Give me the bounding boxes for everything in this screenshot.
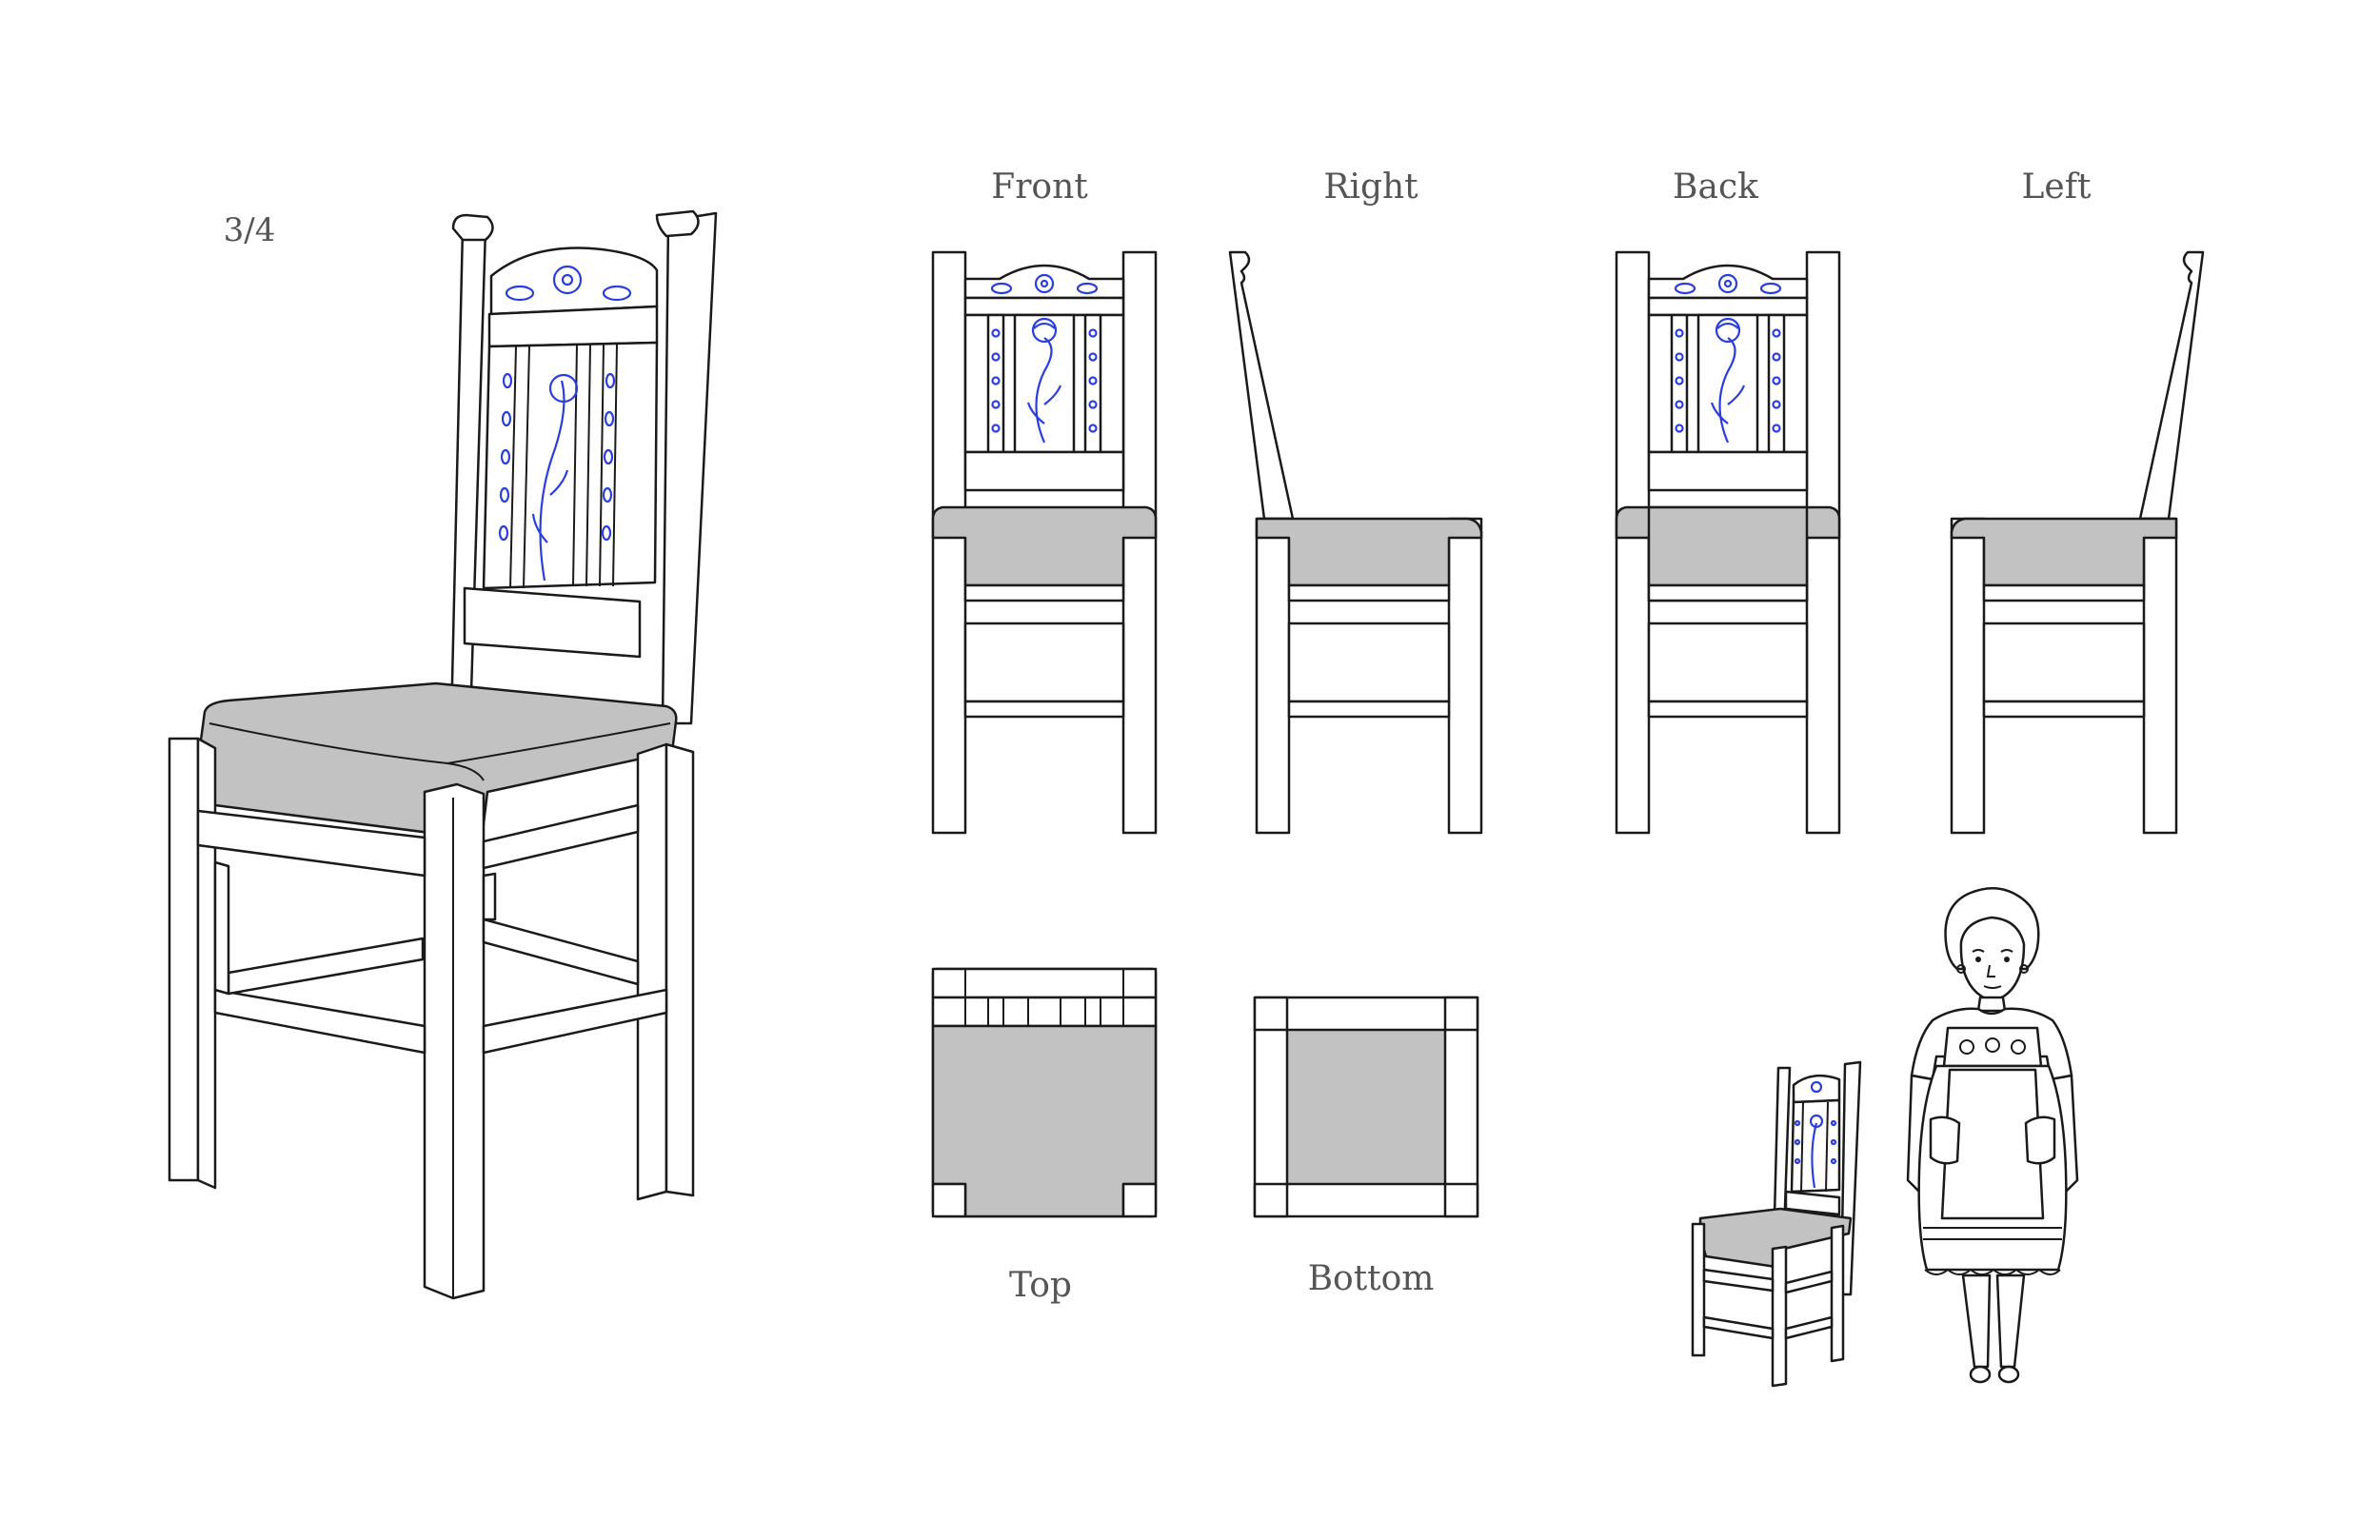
label-left: Left: [2021, 168, 2092, 207]
right-view-chair: [1228, 250, 1483, 835]
top-view-chair: [931, 967, 1158, 1218]
bottom-view-chair: [1253, 996, 1479, 1218]
label-front: Front: [991, 168, 1088, 207]
label-back: Back: [1673, 168, 1758, 207]
front-view-chair: [931, 250, 1158, 835]
label-top: Top: [1009, 1266, 1072, 1305]
label-right: Right: [1323, 168, 1418, 207]
label-bottom: Bottom: [1307, 1259, 1435, 1298]
scale-reference-chair: [1691, 1060, 1862, 1388]
three-quarter-view-chair: [168, 209, 718, 1300]
back-view-chair: [1615, 250, 1841, 835]
label-three-quarter: 3/4: [223, 211, 276, 249]
left-view-chair: [1950, 250, 2205, 835]
scale-reference-woman: [1906, 886, 2079, 1384]
